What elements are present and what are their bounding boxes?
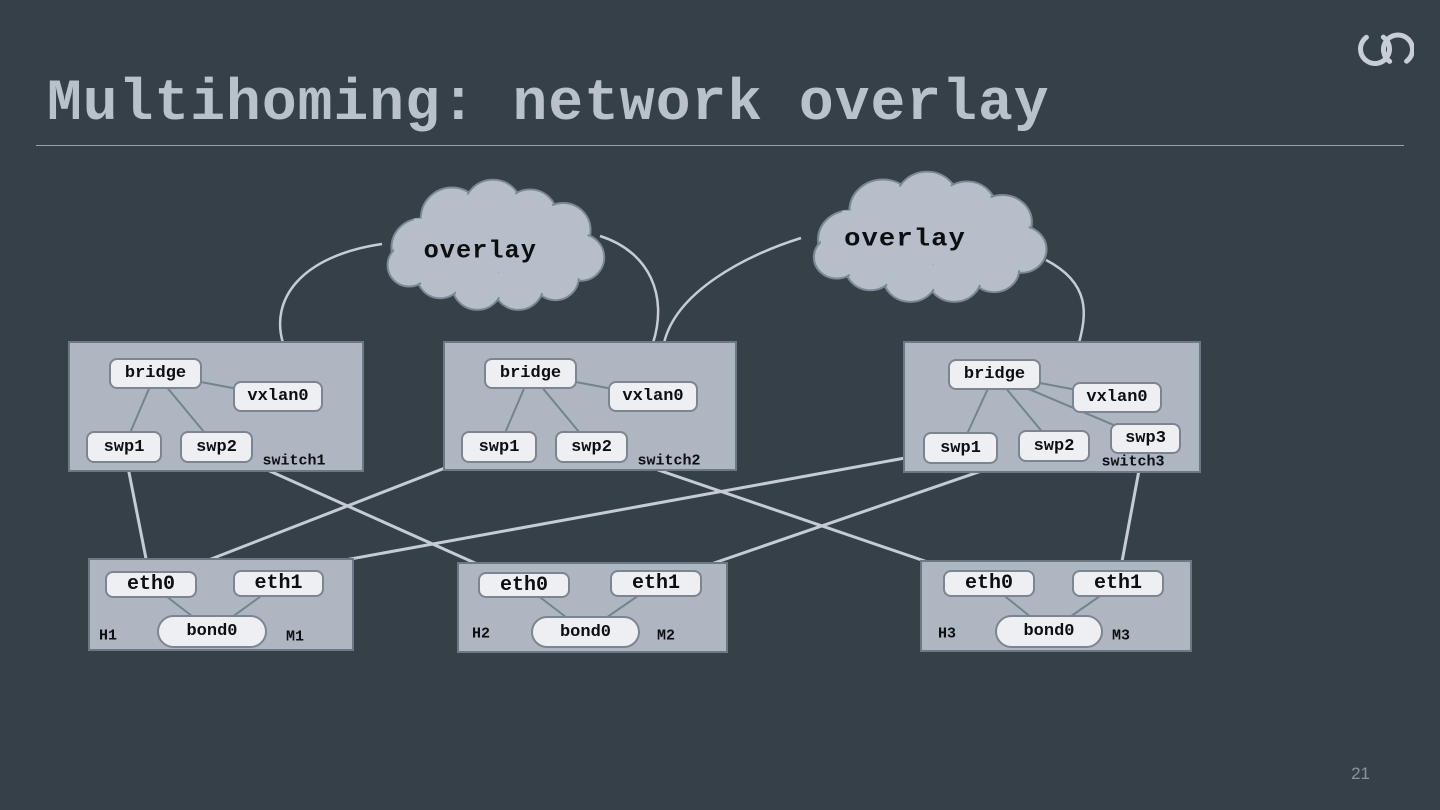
overlay-cloud-2: overlay bbox=[812, 170, 1048, 303]
host3-eth0-node: eth0 bbox=[943, 570, 1035, 597]
overlay-cloud-1-label: overlay bbox=[424, 236, 537, 265]
switch2-bridge-node: bridge bbox=[484, 358, 577, 389]
overlay-cloud-1-puff-inner-7 bbox=[495, 261, 542, 308]
host3-machine-label: M3 bbox=[1111, 627, 1131, 645]
switch2-vxlan0-node: vxlan0 bbox=[608, 381, 698, 412]
host2-bond0-node: bond0 bbox=[531, 616, 640, 648]
overlay-link-overlay-cloud-2-to-switch3 bbox=[1045, 258, 1086, 344]
overlay-cloud-1-puff-inner-1 bbox=[423, 189, 481, 248]
overlay-cloud-1: overlay bbox=[386, 178, 606, 311]
overlay-link-overlay-cloud-1-to-switch2 bbox=[599, 234, 660, 344]
overlay-cloud-1-puff-inner-8 bbox=[454, 261, 501, 308]
overlay-link-switch1-to-overlay-cloud-1 bbox=[278, 242, 383, 344]
host3-eth1-node: eth1 bbox=[1072, 570, 1164, 597]
title-underline bbox=[36, 145, 1404, 146]
overlay-cloud-1-puff-inner-6 bbox=[534, 255, 577, 298]
switch1-label: switch1 bbox=[262, 452, 326, 470]
switch3-swp2-node: swp2 bbox=[1018, 430, 1090, 462]
host1-eth1-node: eth1 bbox=[233, 570, 324, 597]
host1-bond0-node: bond0 bbox=[157, 615, 267, 648]
switch3-swp3-node: swp3 bbox=[1110, 423, 1181, 454]
overlay-cloud-2-puff-inner-10 bbox=[816, 238, 858, 277]
overlay-cloud-1-puff-inner-9 bbox=[419, 254, 462, 296]
switch1-swp2-node: swp2 bbox=[180, 431, 253, 463]
switch3-vxlan0-node: vxlan0 bbox=[1072, 382, 1162, 413]
overlay-cloud-2-puff-inner-6 bbox=[971, 247, 1017, 290]
switch3-swp1-node: swp1 bbox=[923, 432, 998, 464]
host2-machine-label: M2 bbox=[656, 627, 676, 645]
switch1-swp1-node: swp1 bbox=[86, 431, 162, 463]
host2-hostname-label: H2 bbox=[471, 625, 491, 643]
overlay-cloud-2-puff-inner-8 bbox=[885, 253, 935, 300]
host3-hostname-label: H3 bbox=[937, 625, 957, 643]
interlocking-rings-logo-icon bbox=[1358, 32, 1414, 67]
overlay-cloud-2-puff-inner-1 bbox=[852, 181, 914, 240]
overlay-cloud-1-puff-inner-10 bbox=[390, 246, 429, 285]
switch2-swp1-node: swp1 bbox=[461, 431, 537, 463]
overlay-link-overlay-cloud-2-to-switch2 bbox=[662, 236, 802, 344]
switch1-vxlan0-node: vxlan0 bbox=[233, 381, 323, 412]
uplink-switch3.swp1-to-host1.eth1 bbox=[278, 446, 961, 574]
switch2-swp2-node: swp2 bbox=[555, 431, 628, 463]
switch1-bridge-node: bridge bbox=[109, 358, 202, 389]
page-number: 21 bbox=[1351, 764, 1370, 783]
slide-title: Multihoming: network overlay bbox=[47, 72, 1050, 137]
switch3-label: switch3 bbox=[1101, 453, 1165, 471]
host1-eth0-node: eth0 bbox=[105, 571, 197, 598]
overlay-cloud-2-puff-inner-9 bbox=[847, 246, 893, 288]
host2-eth1-node: eth1 bbox=[610, 570, 702, 597]
switch3-bridge-node: bridge bbox=[948, 359, 1041, 390]
host2-eth0-node: eth0 bbox=[478, 572, 570, 598]
overlay-cloud-2-puff-inner-7 bbox=[929, 253, 979, 300]
host1-machine-label: M1 bbox=[285, 628, 305, 646]
host3-bond0-node: bond0 bbox=[995, 615, 1103, 648]
overlay-cloud-2-label: overlay bbox=[844, 224, 966, 253]
host1-hostname-label: H1 bbox=[98, 627, 118, 645]
switch2-label: switch2 bbox=[637, 452, 701, 470]
